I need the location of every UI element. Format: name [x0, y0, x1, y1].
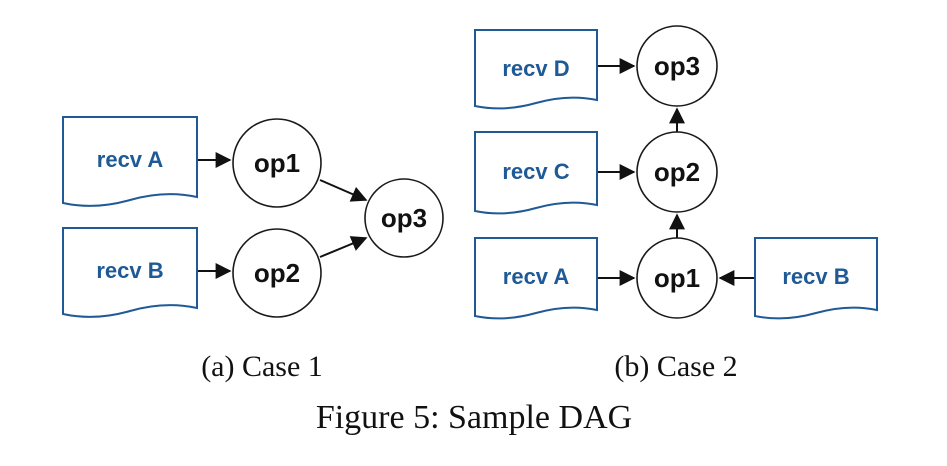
case1-op2-label: op2	[254, 258, 300, 288]
case1-op3-node: op3	[364, 178, 444, 258]
figure-caption: Figure 5: Sample DAG	[316, 399, 632, 436]
case2-diagram: recv D recv C recv A recv B op3 op2	[474, 25, 878, 383]
case2-op3-label: op3	[654, 51, 700, 81]
case1-edge-op1-op3	[319, 179, 368, 202]
case2-recv-b-node: recv B	[754, 237, 878, 320]
case1-op1-node: op1	[232, 118, 322, 208]
case2-op2-node: op2	[636, 131, 718, 213]
case2-op1-node: op1	[636, 237, 718, 319]
case1-op2-node: op2	[232, 228, 322, 318]
case1-recv-a-label: recv A	[97, 147, 164, 172]
case2-recv-b-label: recv B	[782, 264, 849, 289]
case1-diagram: recv A recv B op1 op2 op3 (a) Case 1	[62, 116, 444, 383]
case1-recv-b-label: recv B	[96, 258, 163, 283]
case2-recv-a-node: recv A	[474, 237, 598, 320]
case1-op3-label: op3	[381, 203, 427, 233]
case2-recv-d-label: recv D	[502, 56, 569, 81]
case2-op3-node: op3	[636, 25, 718, 107]
case1-recv-a-node: recv A	[62, 116, 198, 207]
case1-edge-op2-op3	[319, 236, 368, 258]
case2-recv-c-node: recv C	[474, 131, 598, 215]
case2-recv-a-label: recv A	[503, 264, 570, 289]
case1-caption: (a) Case 1	[201, 350, 323, 383]
case1-recv-b-node: recv B	[62, 227, 198, 318]
case2-op1-label: op1	[654, 263, 700, 293]
case2-recv-d-node: recv D	[474, 29, 598, 110]
case1-op1-label: op1	[254, 148, 300, 178]
case2-recv-c-label: recv C	[502, 159, 569, 184]
case2-caption: (b) Case 2	[614, 350, 737, 383]
case2-op2-label: op2	[654, 157, 700, 187]
